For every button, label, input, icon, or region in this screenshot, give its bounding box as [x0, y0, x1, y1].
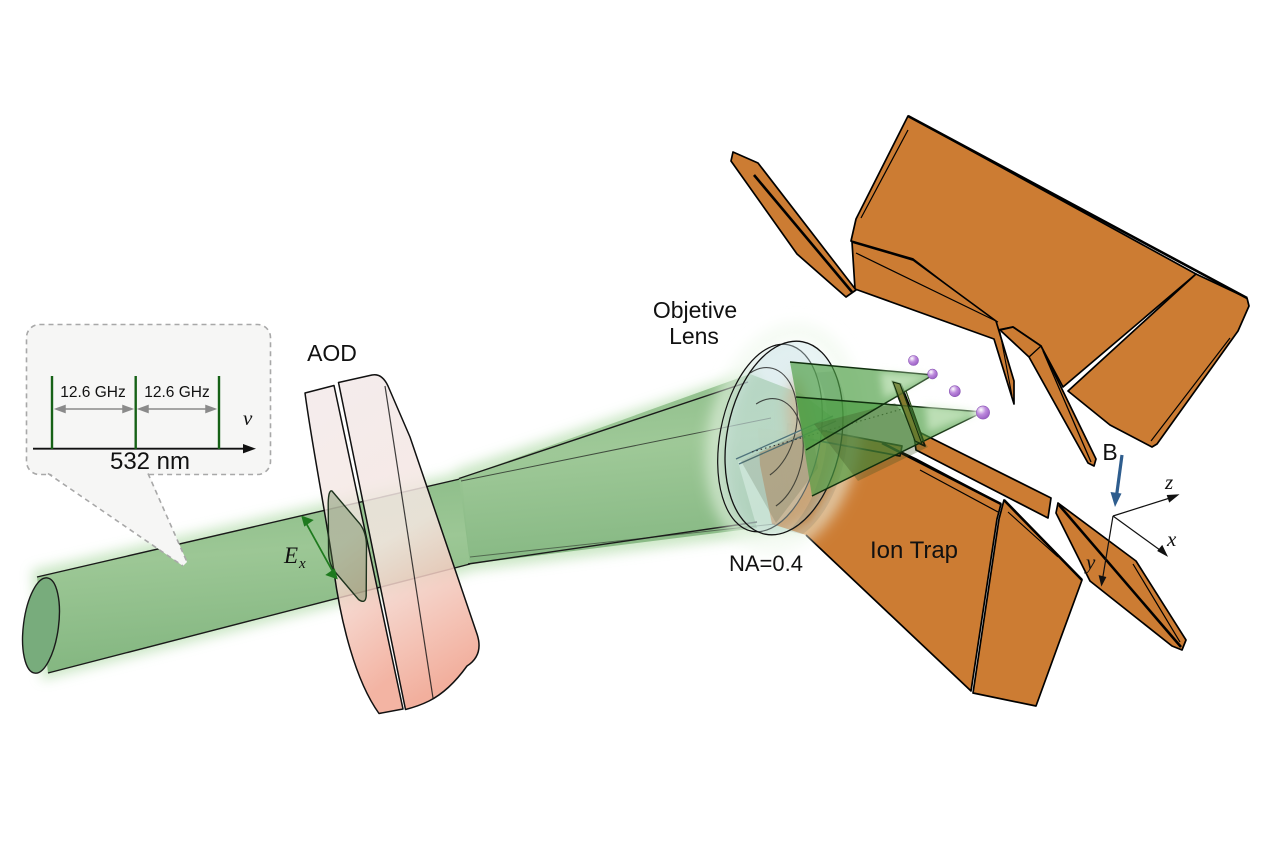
svg-text:Lens: Lens: [669, 323, 719, 349]
svg-text:532 nm: 532 nm: [110, 448, 190, 475]
svg-text:ν: ν: [243, 406, 253, 430]
svg-text:B: B: [1102, 439, 1117, 465]
svg-text:E: E: [283, 543, 298, 568]
svg-text:z: z: [1164, 470, 1173, 494]
svg-text:12.6 GHz: 12.6 GHz: [144, 384, 209, 401]
svg-text:NA=0.4: NA=0.4: [729, 551, 803, 576]
svg-text:x: x: [298, 556, 306, 572]
svg-text:x: x: [1166, 527, 1177, 551]
svg-text:12.6 GHz: 12.6 GHz: [60, 384, 125, 401]
svg-text:Objetive: Objetive: [653, 297, 737, 323]
svg-text:AOD: AOD: [307, 340, 357, 366]
svg-text:y: y: [1084, 550, 1096, 574]
svg-text:Ion Trap: Ion Trap: [870, 537, 958, 564]
